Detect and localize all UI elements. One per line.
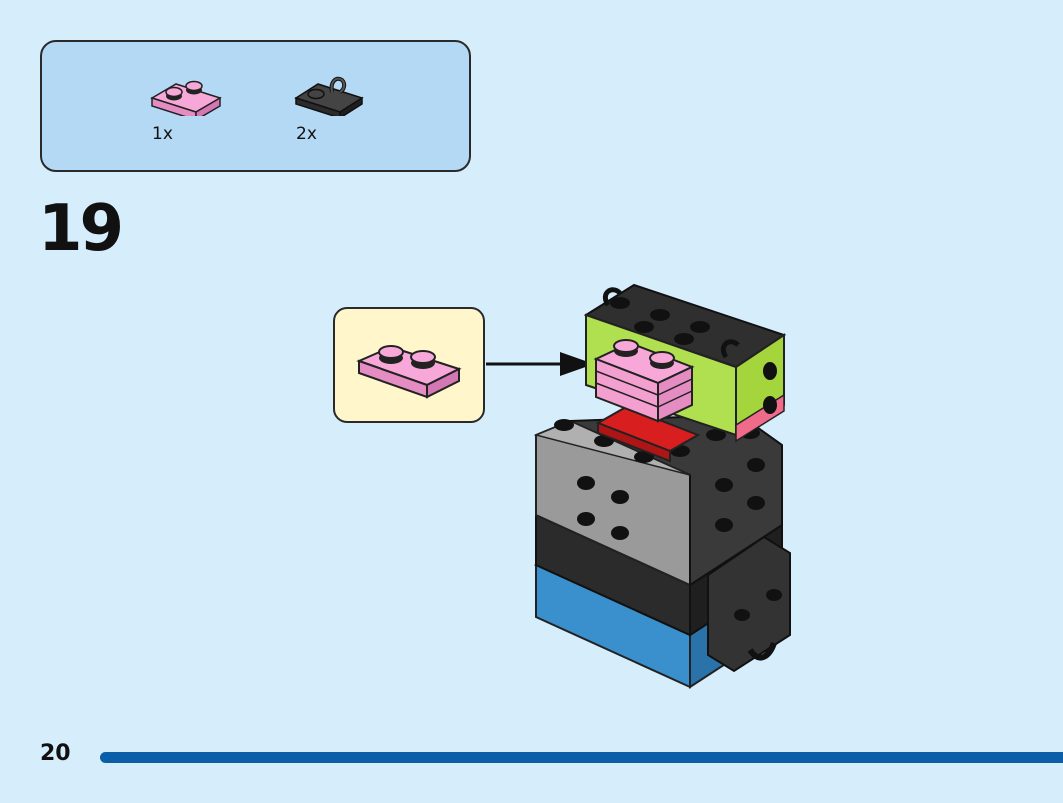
callout-box [333,307,485,423]
step-number: 19 [38,192,124,266]
part-qty: 2x [296,124,317,144]
page-number: 20 [40,741,71,766]
arrow-icon [486,352,594,376]
progress-bar [100,752,1063,763]
model-illustration [520,275,810,699]
part-qty: 1x [152,124,173,144]
black-plate-clip-icon [294,72,366,116]
pink-plate-1x2-icon [150,76,222,116]
pink-plate-1x2-icon [356,345,462,399]
parts-list-box: 1x 2x [40,40,471,172]
